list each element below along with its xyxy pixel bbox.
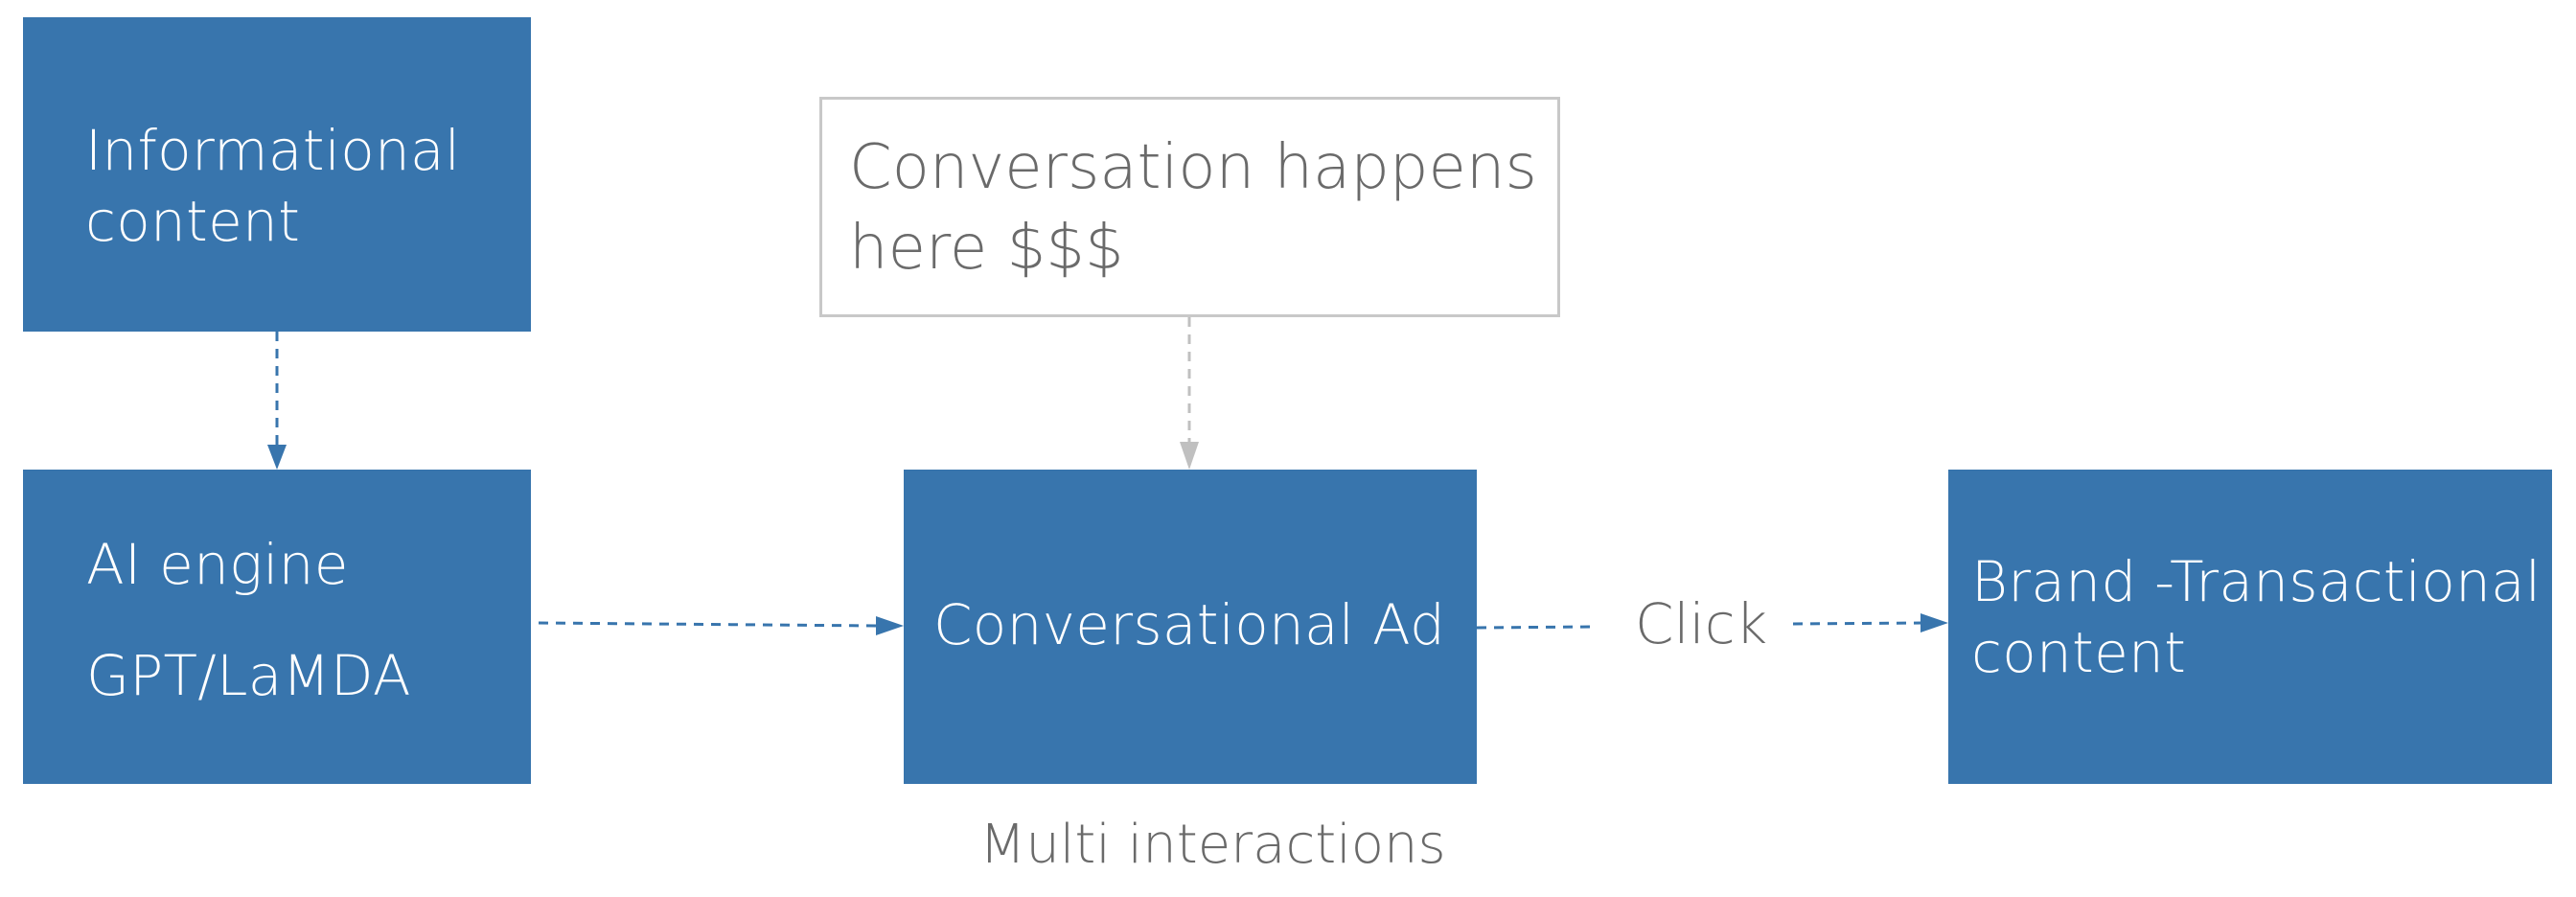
conversational-ad-node: Conversational Ad — [904, 470, 1477, 784]
ai-engine-model-label: GPT/LaMDA — [86, 643, 411, 708]
arrow-click-to-brand — [1792, 613, 1948, 632]
arrow-informational-to-ai — [267, 332, 287, 470]
multi-interactions-label: Multi interactions — [979, 814, 1446, 876]
connector-conversational-ad-to-click — [1476, 625, 1596, 630]
click-label: Click — [1635, 591, 1768, 656]
ai-engine-node: AI engine GPT/LaMDA — [23, 470, 531, 784]
informational-content-label-line1: Informational — [85, 118, 461, 183]
brand-transactional-content-node: Brand -Transactional content — [1948, 470, 2552, 784]
brand-label-line2: content — [1971, 620, 2187, 685]
arrow-note-to-conversational-ad — [1180, 317, 1199, 470]
conversation-note-box: Conversation happens here $$$ — [819, 97, 1560, 317]
informational-content-node: Informational content — [23, 17, 531, 332]
conversational-ad-label: Conversational Ad — [933, 592, 1446, 657]
conversation-note-line2: here $$$ — [849, 213, 1124, 284]
conversation-note-line1: Conversation happens — [849, 132, 1537, 203]
informational-content-label-line2: content — [85, 189, 301, 254]
brand-label-line1: Brand -Transactional — [1971, 549, 2542, 614]
ai-engine-label: AI engine — [86, 532, 349, 597]
arrow-ai-to-conversational-ad — [538, 616, 904, 635]
